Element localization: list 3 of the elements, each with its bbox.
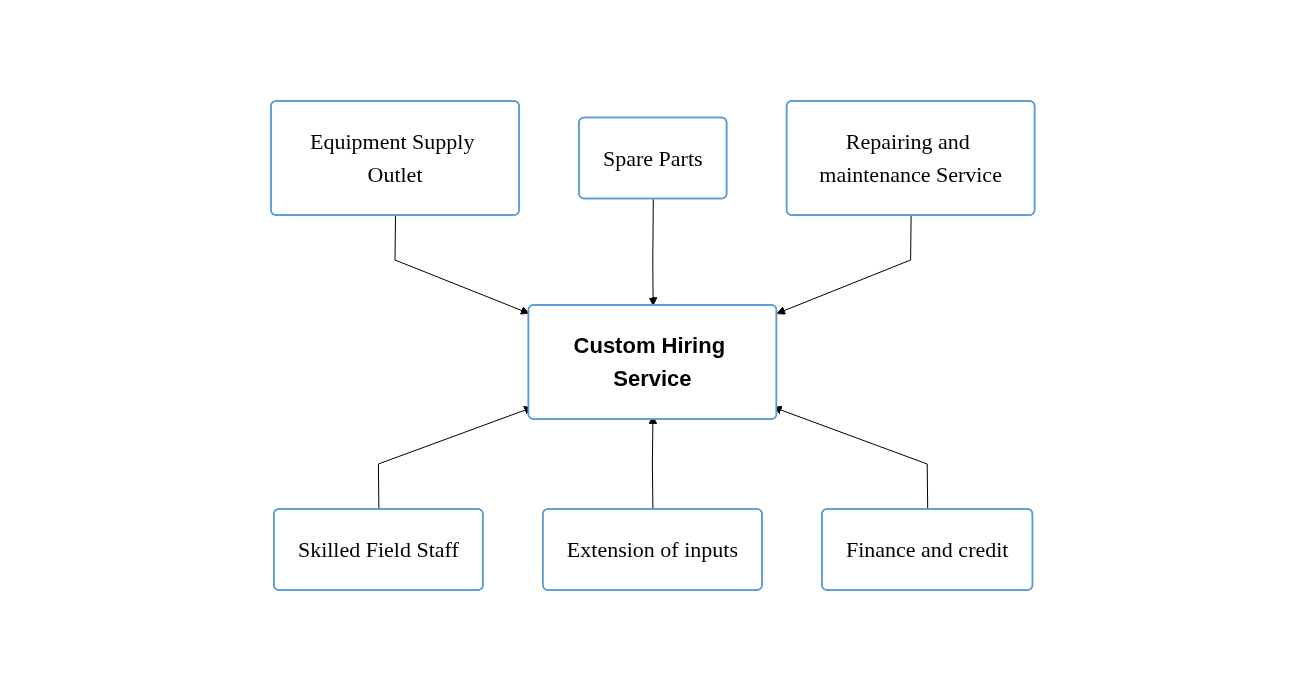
arrow bbox=[394, 215, 529, 315]
arrow bbox=[776, 215, 912, 315]
arrow bbox=[648, 198, 658, 306]
